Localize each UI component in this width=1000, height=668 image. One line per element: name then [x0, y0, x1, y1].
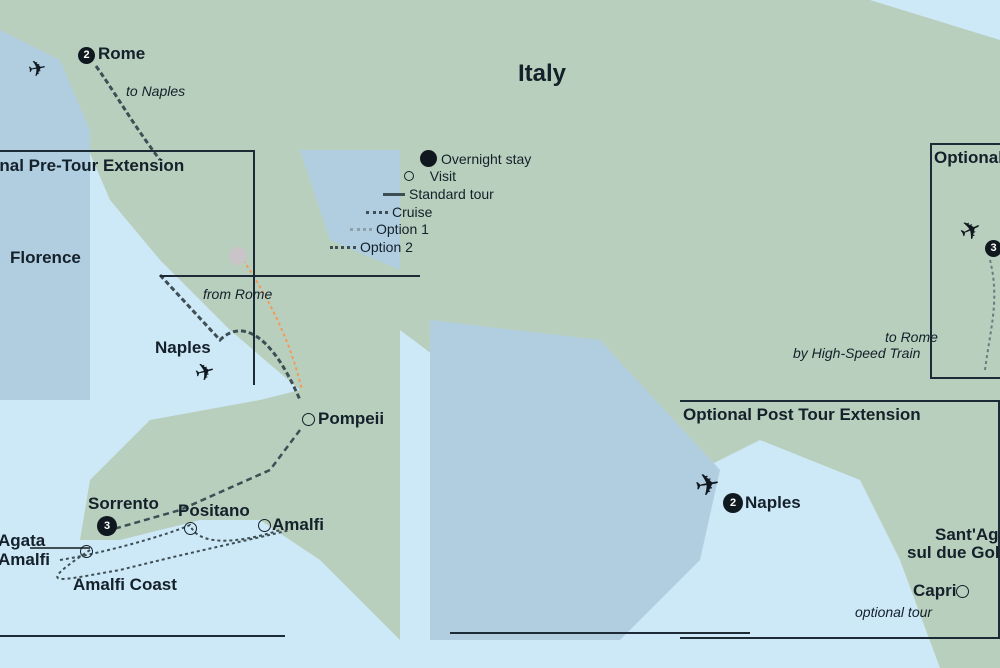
- naples-pre-label[interactable]: Naples: [155, 338, 211, 357]
- route-rome-naples: [94, 65, 162, 161]
- santagata-left-label-1[interactable]: Agata: [0, 531, 46, 550]
- amalfi-label[interactable]: Amalfi: [272, 515, 324, 534]
- positano-label[interactable]: Positano: [178, 501, 250, 520]
- florence-faded-dot: [229, 247, 247, 265]
- santagata-label-1[interactable]: Sant'Agata: [935, 525, 1000, 544]
- pre-tour-panel: [0, 150, 255, 385]
- option2-line-icon: [330, 245, 356, 249]
- legend-standard-label: Standard tour: [409, 186, 494, 202]
- optional-tour-note: optional tour: [855, 604, 933, 620]
- positano-visit-icon: [184, 522, 197, 535]
- cruise-line-icon: [366, 210, 388, 214]
- legend-option1: Option 1: [350, 221, 429, 237]
- legend-standard: Standard tour: [383, 186, 494, 202]
- route-train: [984, 259, 996, 371]
- legend-visit: Visit: [404, 168, 456, 184]
- country-label: Italy: [518, 60, 567, 87]
- route-from-rome: [158, 273, 302, 401]
- overnight-icon: [420, 150, 437, 167]
- route-pompeii-sorrento: [109, 429, 301, 532]
- pompeii-visit-icon: [302, 413, 315, 426]
- amalfi-visit-icon: [258, 519, 271, 532]
- option1-line-icon: [350, 227, 372, 231]
- santagata-label-2: sul due Golfi: [907, 543, 1000, 562]
- legend-option2-label: Option 2: [360, 239, 413, 255]
- santagata-visit-icon: [80, 545, 93, 558]
- post-tour-panel: [680, 400, 1000, 639]
- rome-label[interactable]: Rome: [98, 44, 146, 63]
- to-rome-note: to Rome: [885, 329, 938, 345]
- naples-post-nights-badge: 2: [723, 493, 743, 513]
- florence-label[interactable]: Florence: [10, 248, 81, 267]
- west-sea: [0, 30, 90, 400]
- route-option1: [239, 254, 303, 391]
- capri-visit-icon: [956, 585, 969, 598]
- gulf: [430, 320, 720, 640]
- legend-visit-label: Visit: [429, 168, 456, 184]
- rome-nights-badge: 2: [78, 47, 95, 64]
- sorrento-nights-badge: 3: [97, 516, 117, 536]
- bottom-frame-left: [0, 635, 285, 637]
- inner-sea: [300, 150, 400, 270]
- to-naples-note: to Naples: [126, 83, 186, 99]
- visit-icon: [404, 171, 414, 181]
- legend-option1-label: Option 1: [376, 221, 429, 237]
- pompeii-label[interactable]: Pompeii: [318, 409, 385, 428]
- legend-cruise: Cruise: [366, 204, 432, 220]
- post-tour-title: Optional Post Tour Extension: [683, 405, 921, 424]
- amalfi-coast-label: Amalfi Coast: [73, 575, 177, 594]
- legend-overnight: Overnight stay: [420, 150, 531, 167]
- santagata-left-label-2: Amalfi: [0, 550, 50, 569]
- legend-option2: Option 2: [330, 239, 413, 255]
- top-right-panel-title: Optional: [934, 148, 1000, 167]
- bottom-frame-mid: [450, 632, 750, 634]
- pre-tour-inset: [160, 275, 420, 277]
- from-rome-note: from Rome: [203, 286, 273, 302]
- standard-line-icon: [383, 192, 405, 196]
- top-right-panel: [930, 143, 1000, 379]
- naples-post-label[interactable]: Naples: [745, 493, 801, 512]
- legend-cruise-label: Cruise: [392, 204, 433, 220]
- by-train-note: by High-Speed Train: [793, 345, 921, 361]
- capri-label[interactable]: Capri: [913, 581, 957, 600]
- pre-tour-title: Optional Pre-Tour Extension: [0, 156, 185, 175]
- top-right-nights-badge: 3: [985, 240, 1000, 257]
- sorrento-label[interactable]: Sorrento: [88, 494, 159, 513]
- legend-overnight-label: Overnight stay: [441, 150, 532, 167]
